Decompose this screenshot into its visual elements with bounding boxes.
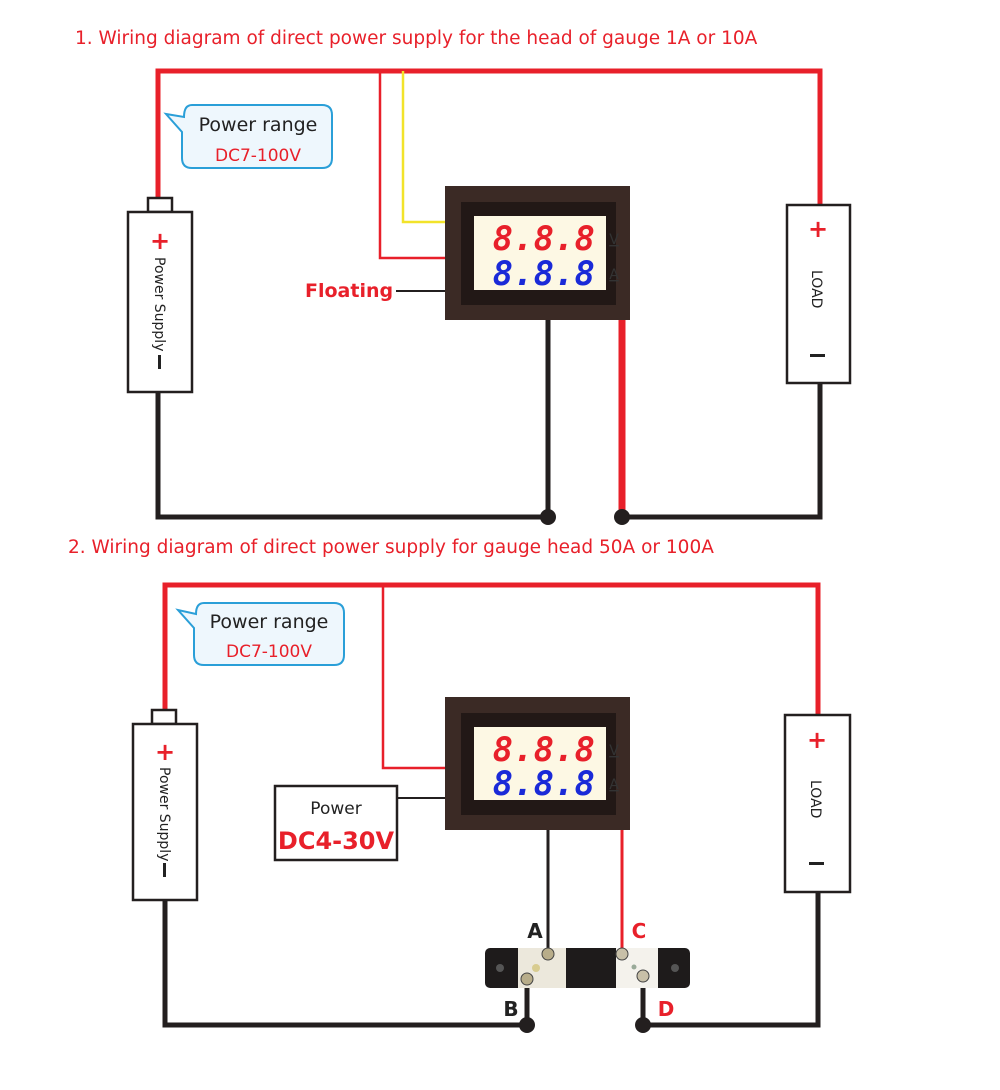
minus-sign [158, 355, 161, 369]
negative-wire-bottom-right [640, 892, 821, 1028]
minus-sign [809, 862, 824, 865]
power-range-callout: Power range DC7-100V [163, 104, 333, 169]
load-label: LOAD [807, 780, 823, 818]
volt-amp-meter: 8.8.8 V 8.8.8 A [445, 186, 630, 320]
power-supply-label: Power Supply [151, 257, 167, 352]
diagram-2: 2. Wiring diagram of direct power supply… [68, 537, 852, 1033]
meter-power-red-wire [381, 585, 445, 770]
diagram-2-wires [162, 582, 821, 1033]
volt-amp-meter: 8.8.8 V 8.8.8 A [445, 697, 630, 830]
current-unit: A [609, 267, 619, 283]
power-box-line1: Power [310, 799, 361, 819]
plus-sign: + [808, 215, 828, 243]
positive-wire-top [155, 68, 823, 205]
diagram-1-wires [155, 68, 823, 525]
plus-sign: + [807, 726, 827, 754]
voltage-digits: 8.8.8 [493, 730, 595, 770]
current-unit: A [609, 777, 619, 793]
callout-line1: Power range [210, 611, 329, 633]
shunt-resistor: A C B D [485, 919, 690, 1021]
power-supply-battery: + Power Supply [126, 196, 194, 394]
power-range-callout: Power range DC7-100V [175, 602, 345, 666]
positive-wire-top [162, 582, 821, 715]
terminal-d-label: D [658, 997, 675, 1021]
voltage-unit: V [609, 232, 619, 248]
terminal-a-label: A [527, 919, 543, 943]
negative-wire-bottom-left [162, 900, 530, 1028]
junction-dot [635, 1017, 651, 1033]
negative-wire-bottom-right [622, 383, 823, 520]
power-supply-battery: + Power Supply [131, 708, 199, 902]
callout-line2: DC7-100V [215, 146, 301, 166]
junction-dot [614, 509, 630, 525]
load: + LOAD [783, 713, 852, 894]
power-supply-label: Power Supply [156, 767, 172, 862]
minus-sign [163, 863, 166, 877]
voltage-digits: 8.8.8 [493, 219, 595, 259]
diagram-1-title: 1. Wiring diagram of direct power supply… [75, 28, 758, 49]
current-digits: 8.8.8 [493, 254, 595, 294]
meter-signal-yellow-wire [401, 71, 445, 224]
diagram-2-title: 2. Wiring diagram of direct power supply… [68, 537, 714, 558]
load: + LOAD [785, 203, 852, 385]
power-box-line2: DC4-30V [278, 827, 395, 855]
negative-wire-bottom-left [155, 320, 551, 520]
voltage-unit: V [609, 743, 619, 759]
terminal-b-label: B [503, 997, 518, 1021]
load-label: LOAD [808, 270, 824, 308]
current-digits: 8.8.8 [493, 764, 595, 804]
callout-line2: DC7-100V [226, 642, 312, 662]
callout-line1: Power range [199, 114, 318, 136]
plus-sign: + [155, 738, 175, 766]
junction-dot [540, 509, 556, 525]
aux-power-box: Power DC4-30V [273, 784, 399, 862]
meter-power-red-wire [378, 71, 445, 260]
minus-sign [810, 354, 825, 357]
junction-dot [519, 1017, 535, 1033]
diagram-1: 1. Wiring diagram of direct power supply… [75, 28, 852, 525]
floating-label: Floating [305, 280, 393, 302]
terminal-c-label: C [632, 919, 647, 943]
plus-sign: + [150, 227, 170, 255]
